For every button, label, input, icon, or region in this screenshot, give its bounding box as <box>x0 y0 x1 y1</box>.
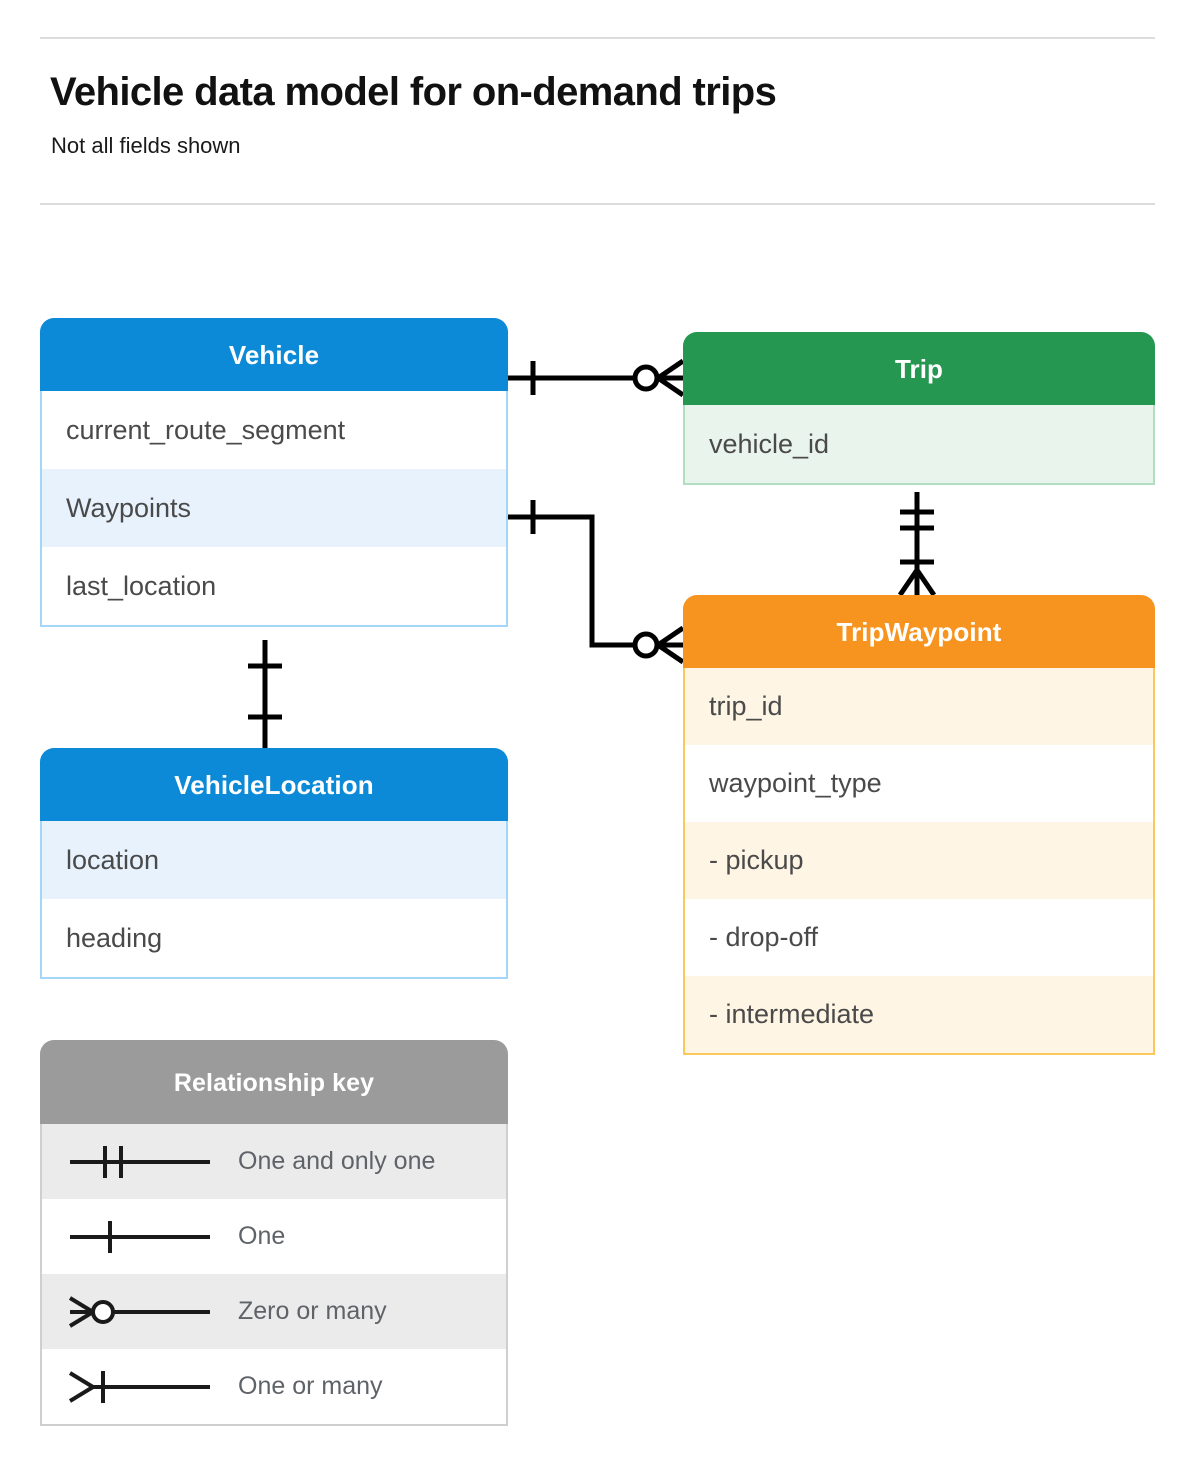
connector-waypoints-tripwaypoint-line <box>508 514 683 648</box>
legend-item-label: One <box>238 1222 286 1250</box>
entity-tripwaypoint-value-intermediate[interactable]: - intermediate <box>683 976 1155 1055</box>
entity-tripwaypoint-title: TripWaypoint <box>683 595 1155 670</box>
one-icon <box>42 1215 238 1259</box>
entity-vehicle-field-waypoints[interactable]: Waypoints <box>40 469 508 549</box>
entity-trip-title: Trip <box>683 332 1155 407</box>
one-or-many-icon <box>42 1365 238 1409</box>
relationship-key-title: Relationship key <box>40 1040 508 1126</box>
legend-item-zero-or-many: Zero or many <box>40 1274 508 1351</box>
entity-tripwaypoint-field-trip-id[interactable]: trip_id <box>683 668 1155 747</box>
field-label: vehicle_id <box>709 428 830 459</box>
field-label: - intermediate <box>709 999 875 1029</box>
legend-item-one-or-many: One or many <box>40 1349 508 1426</box>
entity-trip[interactable]: Trip vehicle_id <box>683 332 1155 485</box>
legend-item-label: Zero or many <box>238 1297 387 1325</box>
entity-trip-field-vehicle-id[interactable]: vehicle_id <box>683 405 1155 485</box>
entity-tripwaypoint-value-drop-off[interactable]: - drop-off <box>683 899 1155 978</box>
legend-item-one: One <box>40 1199 508 1276</box>
field-label: waypoint_type <box>709 768 882 798</box>
field-label: - drop-off <box>709 922 819 952</box>
field-label: Waypoints <box>66 492 192 523</box>
field-label: last_location <box>66 570 217 601</box>
page-subtitle: Not all fields shown <box>51 133 241 158</box>
legend-item-label: One or many <box>238 1372 383 1400</box>
relationship-key-legend: Relationship key One and only one One <box>40 1040 508 1426</box>
legend-item-label: One and only one <box>238 1147 436 1175</box>
field-label: trip_id <box>709 691 783 721</box>
entity-vehicle-field-current-route-segment[interactable]: current_route_segment <box>40 391 508 471</box>
header-divider-top <box>40 37 1155 39</box>
one-and-only-one-icon <box>42 1140 238 1184</box>
entity-vehiclelocation[interactable]: VehicleLocation location heading <box>40 748 508 979</box>
entity-vehicle-title: Vehicle <box>40 318 508 393</box>
entity-vehicle[interactable]: Vehicle current_route_segment Waypoints … <box>40 318 508 627</box>
field-label: heading <box>66 922 163 953</box>
entity-vehiclelocation-field-location[interactable]: location <box>40 821 508 901</box>
page-title: Vehicle data model for on-demand trips <box>50 70 777 114</box>
zero-or-many-icon <box>42 1290 238 1334</box>
field-label: location <box>66 844 160 875</box>
entity-tripwaypoint-field-waypoint-type[interactable]: waypoint_type <box>683 745 1155 824</box>
entity-vehiclelocation-title: VehicleLocation <box>40 748 508 823</box>
entity-tripwaypoint[interactable]: TripWaypoint trip_id waypoint_type - pic… <box>683 595 1155 1055</box>
entity-tripwaypoint-value-pickup[interactable]: - pickup <box>683 822 1155 901</box>
field-label: - pickup <box>709 845 804 875</box>
header-divider-bottom <box>40 203 1155 205</box>
entity-vehicle-field-last-location[interactable]: last_location <box>40 547 508 627</box>
entity-vehiclelocation-field-heading[interactable]: heading <box>40 899 508 979</box>
field-label: current_route_segment <box>66 414 346 445</box>
legend-item-one-and-only-one: One and only one <box>40 1124 508 1201</box>
